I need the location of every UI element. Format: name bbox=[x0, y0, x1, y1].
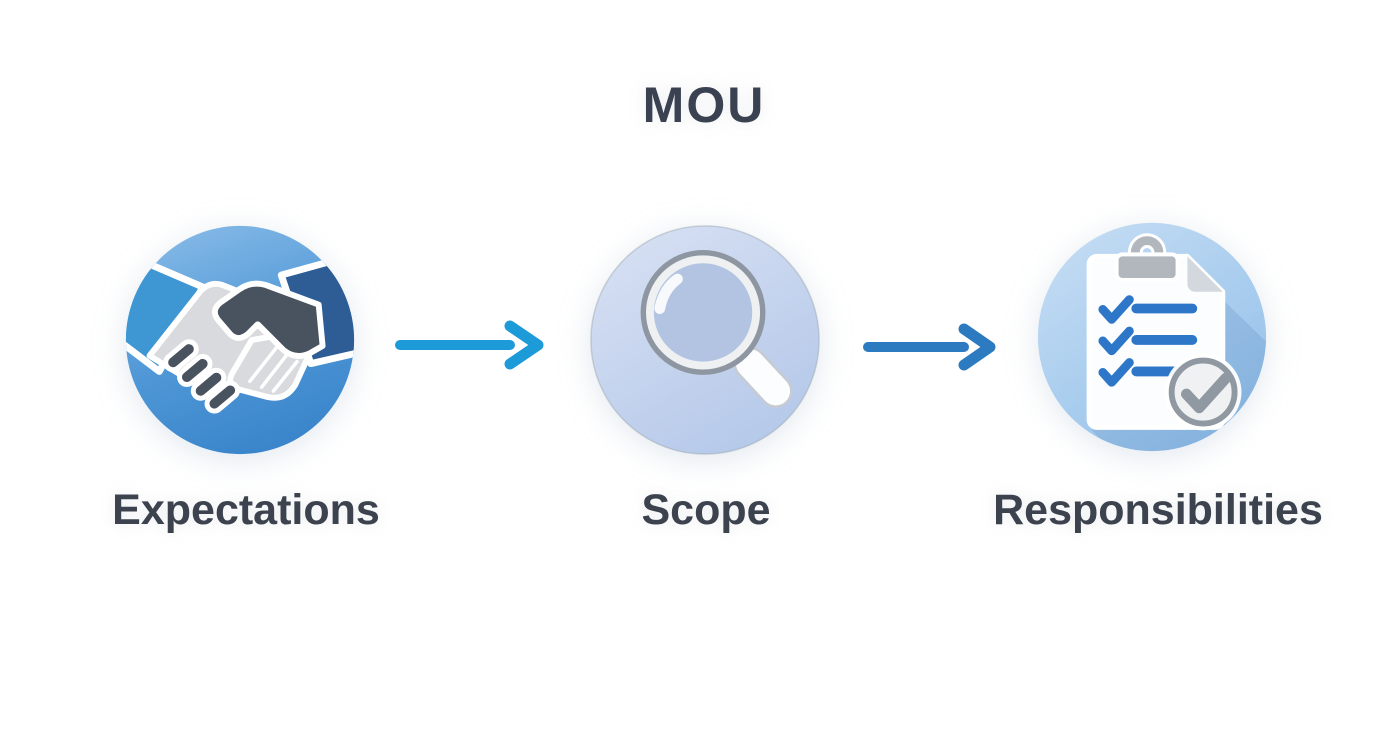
handshake-icon bbox=[125, 225, 355, 455]
dark-knuckles bbox=[163, 339, 241, 414]
clipboard-clip bbox=[1114, 233, 1180, 282]
expectations-stage bbox=[122, 222, 358, 458]
expectations-label: Expectations bbox=[112, 486, 380, 534]
scope-label: Scope bbox=[641, 486, 771, 534]
dark-hand bbox=[211, 280, 326, 359]
responsibilities-stage bbox=[1034, 219, 1270, 455]
checklist-icon bbox=[1037, 222, 1267, 452]
responsibilities-label: Responsibilities bbox=[993, 486, 1323, 534]
scope-stage bbox=[587, 222, 823, 458]
check-badge bbox=[1164, 353, 1242, 431]
magnifier-icon bbox=[590, 225, 820, 455]
flow-arrow-1 bbox=[395, 320, 544, 370]
flow-arrow-2 bbox=[863, 323, 996, 371]
lens-highlight bbox=[654, 273, 683, 314]
page-fold bbox=[1187, 256, 1223, 292]
diagram-title: MOU bbox=[642, 77, 766, 133]
